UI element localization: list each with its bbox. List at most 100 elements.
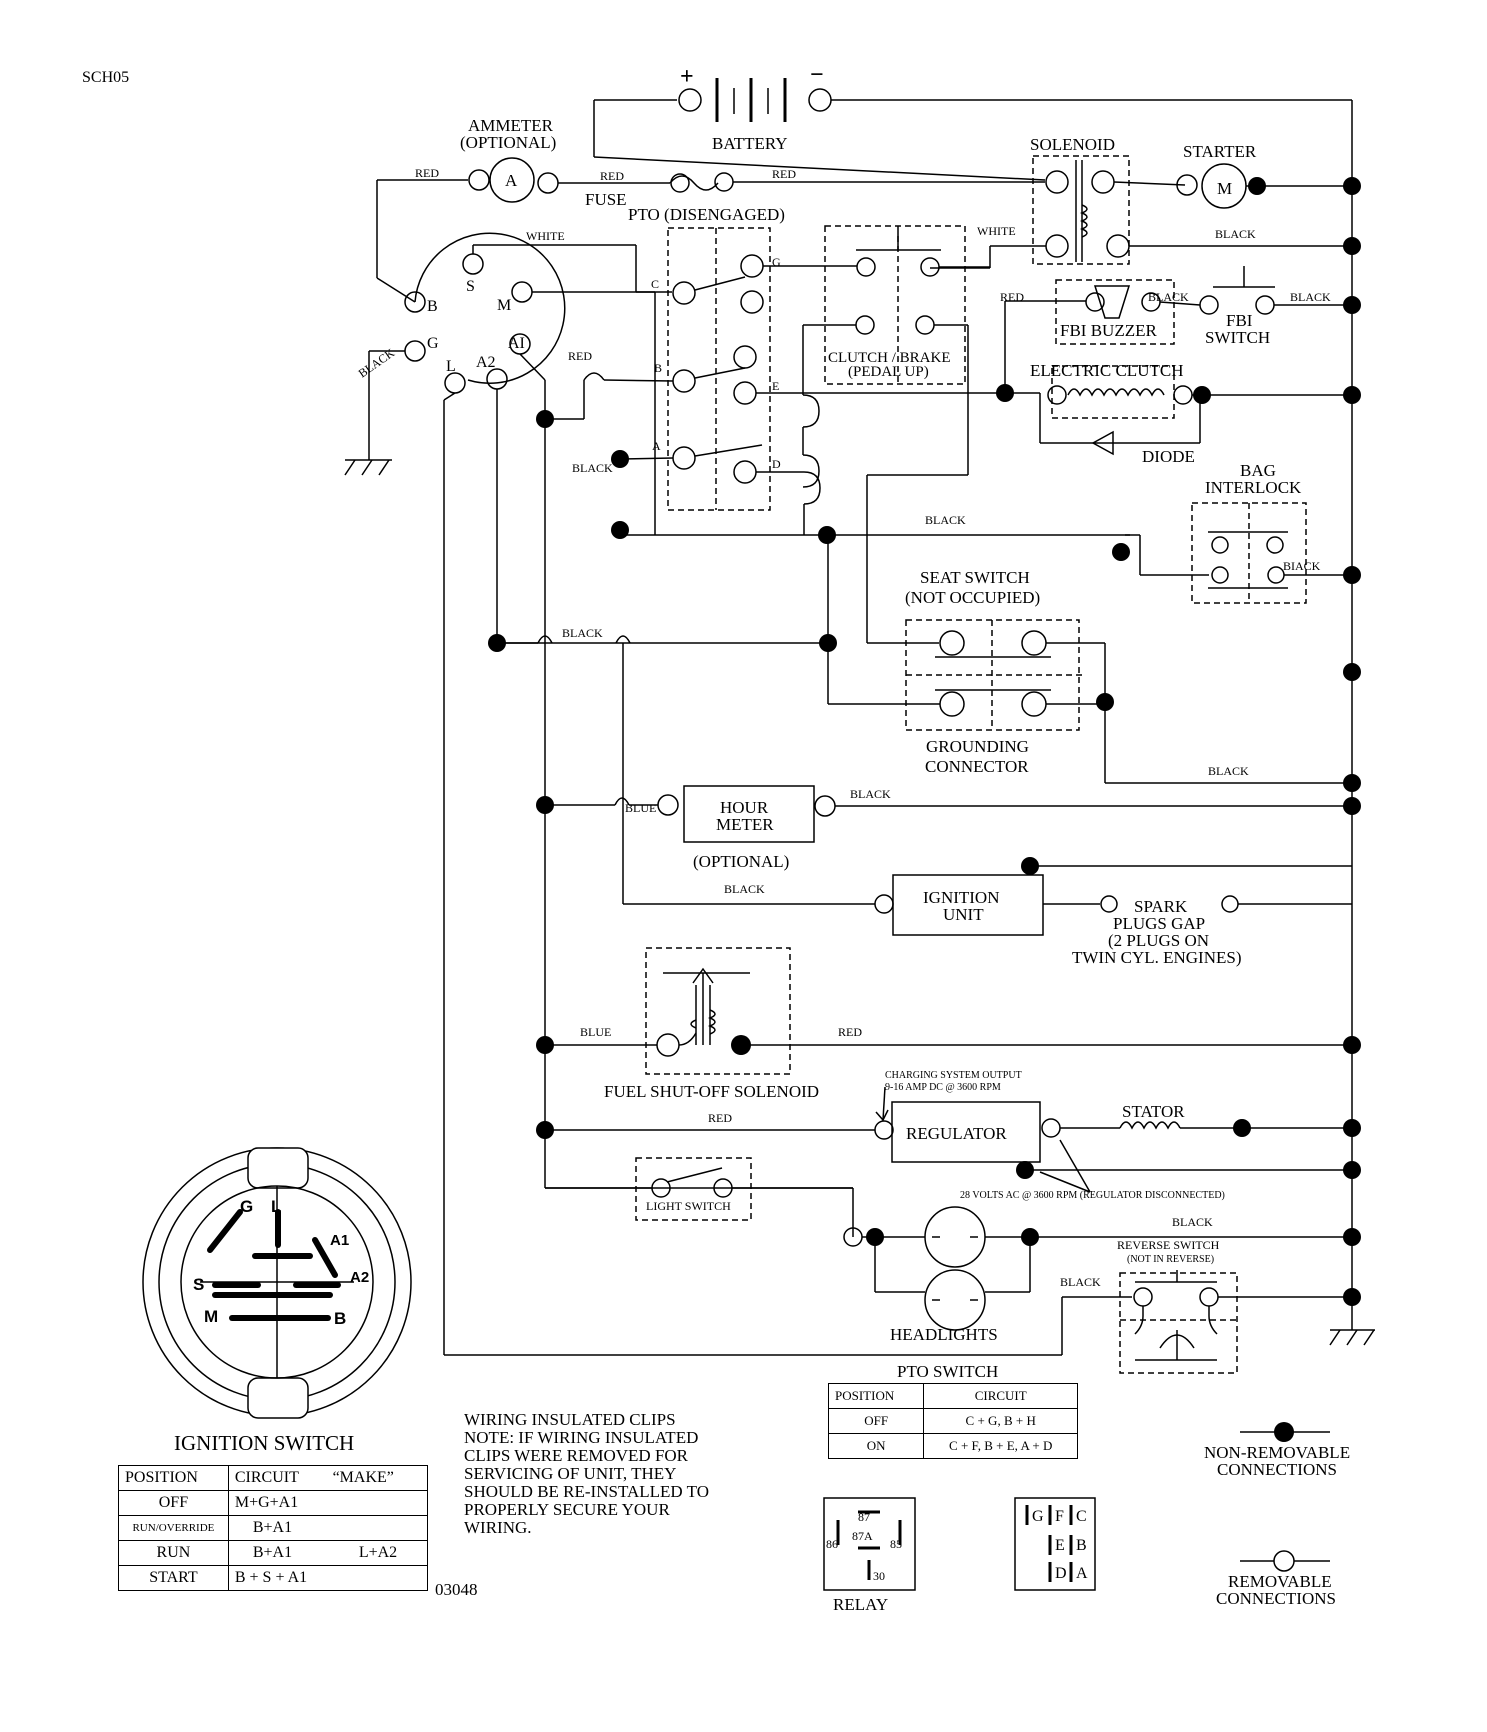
battery-negative: −: [810, 62, 824, 88]
pto-table-header-position: POSITION: [827, 1383, 925, 1409]
note-line-5: PROPERLY SECURE YOUR: [464, 1500, 670, 1519]
seat-switch-label-2: (NOT OCCUPIED): [905, 588, 1040, 607]
ign-face-l: L: [271, 1197, 281, 1216]
pto-switch-table: POSITION CIRCUIT OFF C + G, B + H ON C +…: [827, 1383, 1078, 1459]
wire-black-7: BLACK: [562, 626, 603, 640]
note-line-4: SHOULD BE RE-INSTALLED TO: [464, 1482, 709, 1501]
fbi-switch-label: FBI: [1226, 311, 1253, 330]
wire-red-3: RED: [772, 167, 796, 181]
wire-red-5: RED: [568, 349, 592, 363]
pto-pin-d: D: [1055, 1565, 1067, 1582]
reverse-switch-label-2: (NOT IN REVERSE): [1127, 1254, 1214, 1265]
ammeter-symbol: A: [505, 171, 518, 190]
relay-pin-86: 86: [826, 1537, 838, 1551]
ign-face-b: B: [334, 1309, 346, 1328]
fuel-solenoid-label: FUEL SHUT-OFF SOLENOID: [604, 1082, 819, 1101]
pto-table-header-circuit: CIRCUIT: [923, 1383, 1078, 1409]
ign-row-position: OFF: [118, 1490, 229, 1516]
wire-black-2: BLACK: [1148, 290, 1189, 304]
pto-terminal-b: B: [654, 361, 662, 375]
relay-pin-87: 87: [858, 1510, 870, 1524]
ammeter-label: AMMETER: [468, 116, 554, 135]
battery-label: BATTERY: [712, 134, 788, 153]
doc-code: SCH05: [82, 69, 129, 86]
pto-row-position: ON: [827, 1433, 925, 1459]
pto-terminal-g: G: [772, 255, 781, 269]
spark-label-3: (2 PLUGS ON: [1108, 931, 1209, 950]
wire-black-10: BLACK: [724, 882, 765, 896]
clutch-brake-label: CLUTCH / BRAKE: [828, 350, 951, 366]
ign-header-circuit-text: CIRCUIT: [234, 1469, 299, 1486]
spark-label-2: PLUGS GAP: [1113, 914, 1205, 933]
wire-black-8: BLACK: [1208, 764, 1249, 778]
ign-row-circuit: B+A1: [227, 1540, 353, 1566]
hour-meter-label: HOUR: [720, 798, 769, 817]
starter-label: STARTER: [1183, 142, 1257, 161]
note-line-6: WIRING.: [464, 1518, 532, 1537]
wire-black-12: BLACK: [1060, 1275, 1101, 1289]
ign-terminal-a2: A2: [476, 354, 496, 371]
hour-meter-label-2: METER: [716, 815, 774, 834]
note-line-1: NOTE: IF WIRING INSULATED: [464, 1428, 698, 1447]
wire-black-11: BLACK: [1172, 1215, 1213, 1229]
spark-label: SPARK: [1134, 897, 1188, 916]
ign-header-make-text: “MAKE”: [332, 1469, 394, 1486]
wire-white-2: WHITE: [977, 224, 1016, 238]
wire-red-7: RED: [708, 1111, 732, 1125]
charging-label: CHARGING SYSTEM OUTPUT: [885, 1070, 1022, 1081]
wire-blue-2: BLUE: [580, 1025, 611, 1039]
ign-row-make: [352, 1515, 428, 1541]
pto-terminal-d: D: [772, 457, 781, 471]
legend-non-removable: NON-REMOVABLE: [1204, 1443, 1350, 1462]
wire-red-2: RED: [600, 169, 624, 183]
pto-row-position: OFF: [827, 1408, 925, 1434]
pto-pin-g: G: [1032, 1508, 1044, 1525]
ign-face-s: S: [193, 1275, 204, 1294]
note-title: WIRING INSULATED CLIPS: [464, 1410, 676, 1429]
pto-pin-f: F: [1055, 1508, 1064, 1525]
pto-terminal-a: A: [652, 439, 661, 453]
ign-row-make: [352, 1565, 428, 1591]
reverse-switch-label: REVERSE SWITCH: [1117, 1238, 1220, 1252]
stator-label: STATOR: [1122, 1102, 1185, 1121]
clutch-brake-pedal: (PEDAL UP): [848, 364, 929, 380]
ignition-switch-table: POSITION CIRCUIT “MAKE” OFF M+G+A1 RUN/O…: [118, 1465, 429, 1591]
diode-label: DIODE: [1142, 447, 1195, 466]
ign-row-position: RUN: [118, 1540, 229, 1566]
bag-interlock-label-2: INTERLOCK: [1205, 478, 1302, 497]
electric-clutch-label: ELECTRIC CLUTCH: [1030, 361, 1183, 380]
ammeter-optional: (OPTIONAL): [460, 133, 556, 152]
hour-meter-optional: (OPTIONAL): [693, 852, 789, 871]
wire-black-3: BLACK: [1290, 290, 1331, 304]
drawing-number: 03048: [435, 1580, 478, 1599]
headlights-label: HEADLIGHTS: [890, 1325, 998, 1344]
ign-terminal-l: L: [446, 358, 456, 375]
pto-row-circuit: C + F, B + E, A + D: [923, 1433, 1078, 1459]
ign-table-header-circuit: CIRCUIT “MAKE”: [227, 1465, 429, 1491]
wire-black-4: BLACK: [572, 461, 613, 475]
wire-black-1: BLACK: [1215, 227, 1256, 241]
fbi-buzzer-label: FBI BUZZER: [1060, 321, 1157, 340]
pto-pin-c: C: [1076, 1508, 1087, 1525]
ign-face-a1: A1: [330, 1232, 349, 1249]
wire-black-9: BLACK: [850, 787, 891, 801]
charging-label-2: 9-16 AMP DC @ 3600 RPM: [885, 1082, 1001, 1093]
relay-pin-30: 30: [873, 1569, 885, 1583]
relay-title: RELAY: [833, 1595, 888, 1614]
grounding-label: GROUNDING: [926, 737, 1029, 756]
volts-ac-label: 28 VOLTS AC @ 3600 RPM (REGULATOR DISCON…: [960, 1190, 1225, 1201]
ign-terminal-b: B: [427, 298, 438, 315]
wire-blue-1: BLUE: [625, 801, 656, 815]
bag-interlock-label: BAG: [1240, 461, 1276, 480]
regulator-label: REGULATOR: [906, 1124, 1007, 1143]
pto-switch-title: PTO SWITCH: [897, 1362, 998, 1381]
ign-row-circuit: B + S + A1: [227, 1565, 353, 1591]
ign-row-circuit: M+G+A1: [227, 1490, 353, 1516]
ignition-switch-title: IGNITION SWITCH: [174, 1431, 354, 1455]
fuse-label: FUSE: [585, 190, 627, 209]
pto-row-circuit: C + G, B + H: [923, 1408, 1078, 1434]
ign-terminal-s: S: [466, 278, 475, 295]
ign-row-make: [352, 1490, 428, 1516]
pto-terminal-c: C: [651, 277, 659, 291]
